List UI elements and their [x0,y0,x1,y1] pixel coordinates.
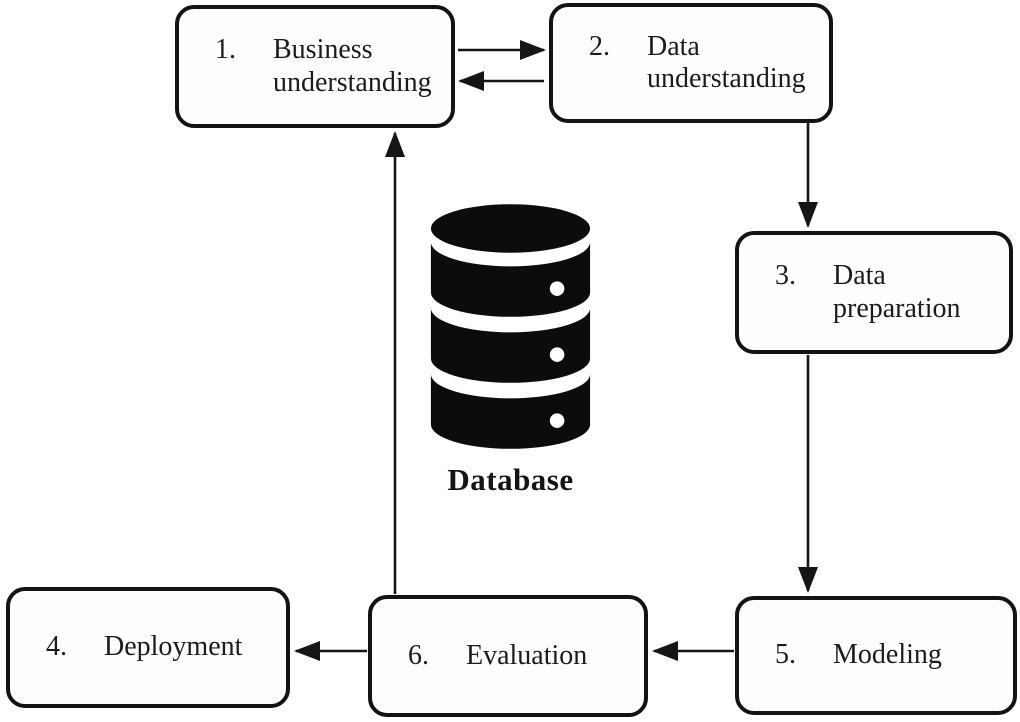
step-label: Business understanding [273,34,432,98]
node-content: 5. Modeling [775,639,1005,671]
node-evaluation: 6. Evaluation [368,595,648,717]
node-deployment: 4. Deployment [6,587,290,708]
step-label: Data understanding [647,30,806,94]
node-content: 6. Evaluation [408,640,636,672]
step-number: 4. [46,631,67,663]
node-content: 1. Business understanding [215,34,443,99]
step-label: Deployment [104,631,243,663]
step-label: Data preparation [833,260,961,324]
node-content: 3. Data preparation [775,260,1001,325]
step-number: 1. [215,34,236,66]
database-cylinder-icon [428,203,593,451]
database-group: Database [428,203,593,498]
node-content: 2. Data understanding [589,31,821,96]
step-number: 2. [589,30,610,62]
node-data-understanding: 2. Data understanding [549,3,833,123]
node-business-understanding: 1. Business understanding [175,5,455,128]
step-number: 6. [408,639,429,671]
node-modeling: 5. Modeling [735,596,1017,715]
node-content: 4. Deployment [46,631,278,663]
step-number: 3. [775,260,796,292]
node-data-preparation: 3. Data preparation [735,231,1013,354]
step-number: 5. [775,639,796,671]
step-label: Evaluation [466,639,588,671]
database-label: Database [447,462,574,497]
step-label: Modeling [833,639,942,671]
